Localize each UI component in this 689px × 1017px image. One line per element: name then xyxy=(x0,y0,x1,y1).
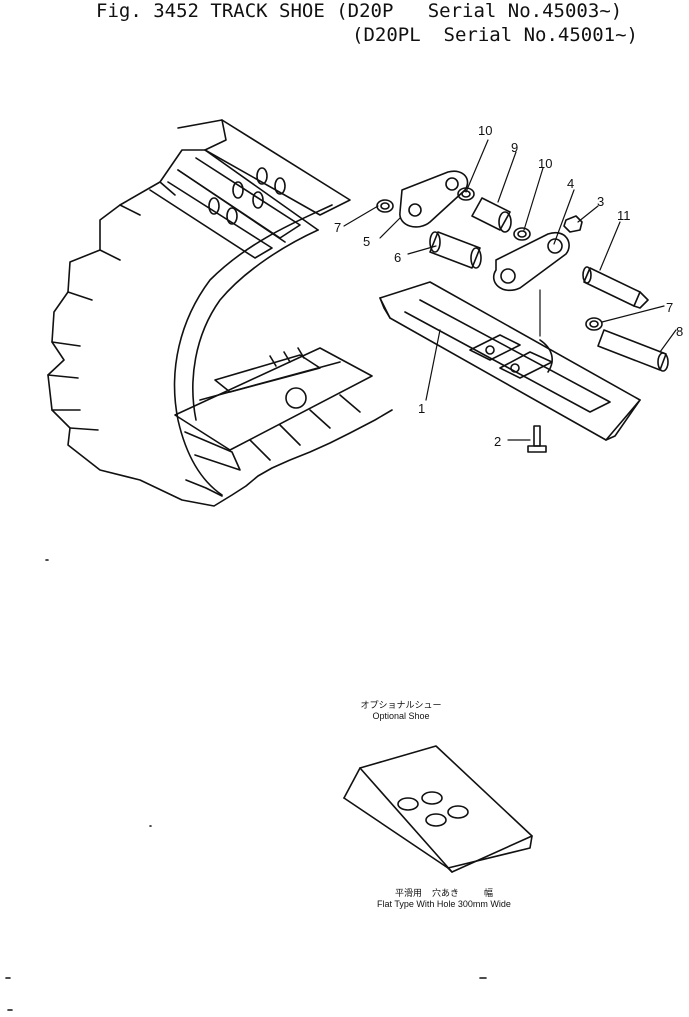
pin-8 xyxy=(597,329,667,371)
bushing-9 xyxy=(471,197,511,231)
seal-10-right xyxy=(513,227,531,241)
title-line-1: Fig. 3452 TRACK SHOE (D20P Serial No.450… xyxy=(96,0,623,22)
leader-lines xyxy=(343,139,677,441)
title-line-2: (D20PL Serial No.45001~) xyxy=(352,24,638,46)
flat-type-jp: 平滑用 穴あき 幅 xyxy=(394,888,493,898)
callout-3: 3 xyxy=(597,194,605,209)
track-inner-curve xyxy=(173,204,333,496)
optional-shoe-jp: オプショナルシュー xyxy=(360,700,442,710)
callout-5: 5 xyxy=(363,234,371,249)
callout-7-left: 7 xyxy=(334,220,342,235)
optional-shoe xyxy=(343,745,533,873)
callout-10-top: 10 xyxy=(478,123,493,138)
pin-11 xyxy=(583,267,641,307)
seal-7-top xyxy=(376,199,394,213)
optional-shoe-en: Optional Shoe xyxy=(372,711,430,721)
bushing-6 xyxy=(429,231,481,269)
flat-type-en: Flat Type With Hole 300mm Wide xyxy=(377,899,511,909)
callout-9: 9 xyxy=(511,140,519,155)
flat-type-caption: 平滑用 穴あき 幅 Flat Type With Hole 300mm Wide xyxy=(344,886,544,909)
callout-2: 2 xyxy=(494,434,502,449)
link-5 xyxy=(399,170,469,228)
bolt-2 xyxy=(527,425,547,453)
callout-6: 6 xyxy=(394,250,402,265)
track-assembly xyxy=(47,119,393,507)
seal-7-right xyxy=(585,317,603,331)
callout-7-right: 7 xyxy=(666,300,674,315)
callout-1: 1 xyxy=(418,401,426,416)
optional-shoe-caption: オプショナルシュー Optional Shoe xyxy=(346,698,456,721)
callout-4: 4 xyxy=(567,176,575,191)
callout-10-right: 10 xyxy=(538,156,553,171)
callout-11: 11 xyxy=(617,208,631,223)
track-outer-shoes xyxy=(47,119,393,507)
callout-8: 8 xyxy=(676,324,684,339)
track-shoe-1 xyxy=(379,281,641,441)
seal-10-top xyxy=(457,187,475,201)
nut-3 xyxy=(563,215,583,233)
link-assembly xyxy=(376,170,669,372)
